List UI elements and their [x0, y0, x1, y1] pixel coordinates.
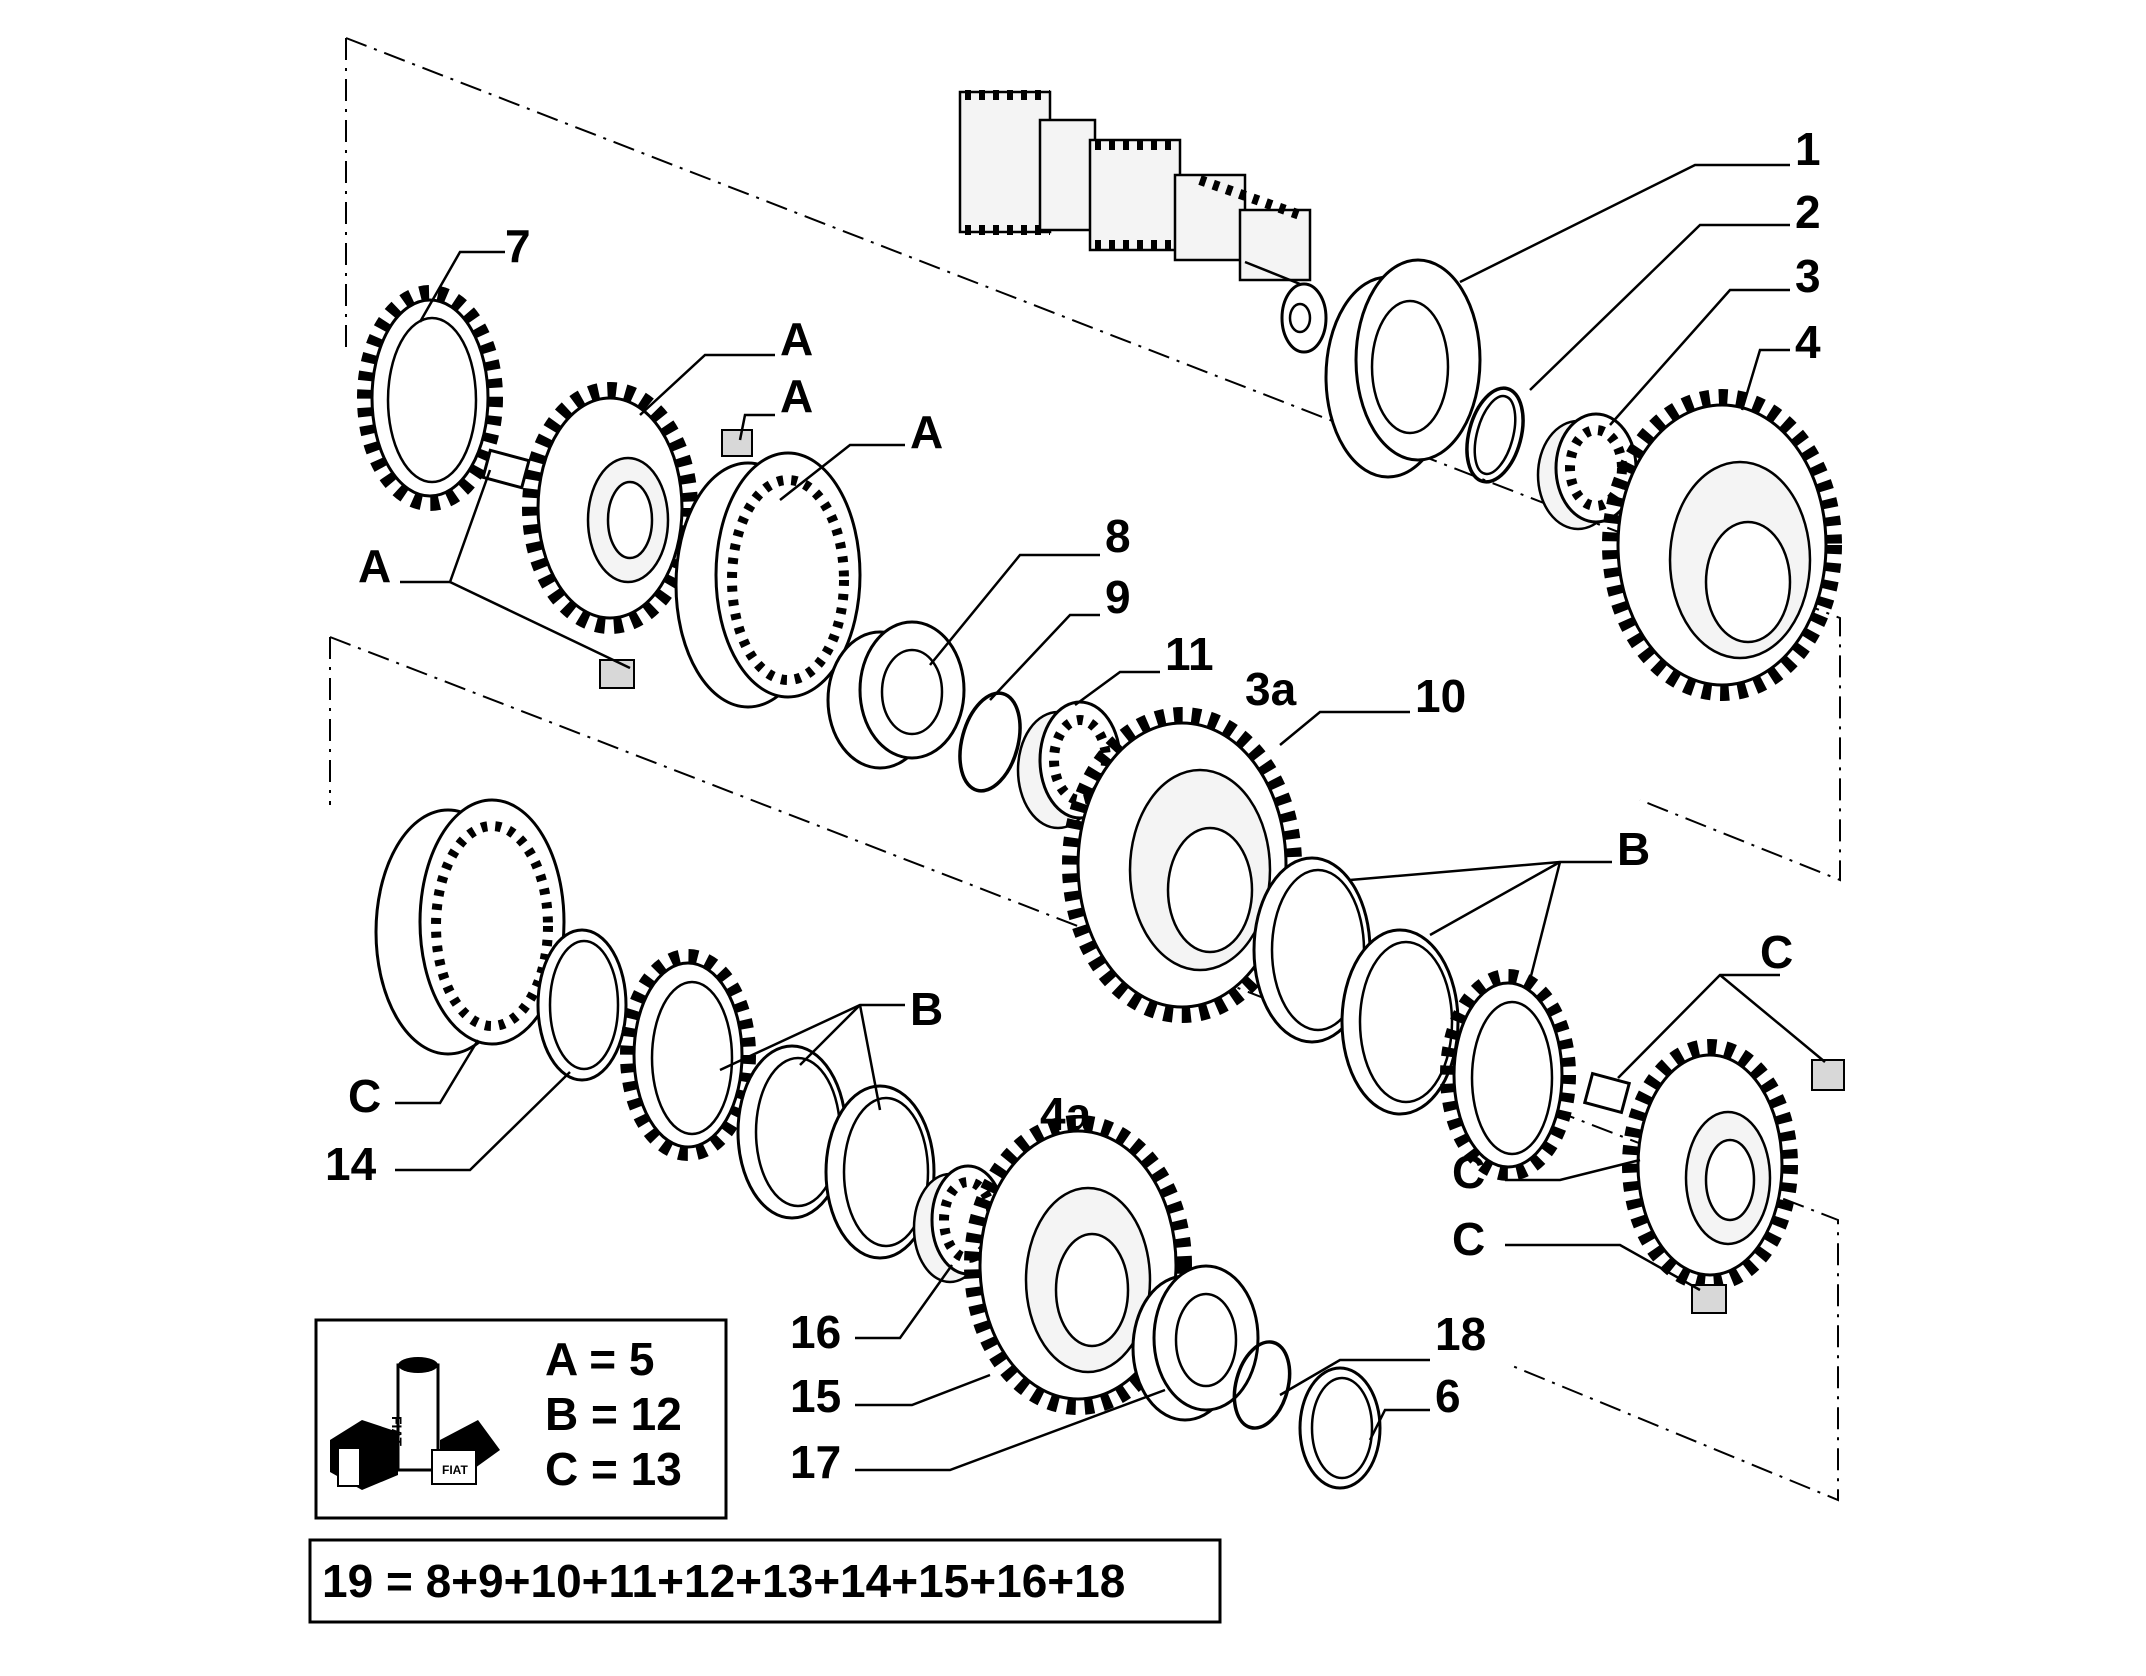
part-17-bearing	[1131, 1264, 1260, 1422]
part-15-gear-4a	[964, 1115, 1192, 1415]
legend-line-a: A = 5	[545, 1333, 655, 1385]
lubricant-container-icon: FIAT FIAT	[330, 1357, 500, 1490]
label-10: 10	[1415, 670, 1466, 722]
label-8: 8	[1105, 510, 1131, 562]
label-16: 16	[790, 1306, 841, 1358]
part-9-snap-ring	[958, 691, 1022, 793]
label-2: 2	[1795, 186, 1821, 238]
label-c-3: C	[1452, 1213, 1485, 1265]
ring-b-upper-2	[1340, 928, 1460, 1116]
part-6-washer	[1298, 1366, 1382, 1490]
label-c-4: C	[348, 1070, 381, 1122]
leader-lines	[395, 163, 1826, 1472]
part-2-snap-ring	[1465, 386, 1525, 484]
label-4a: 4a	[1040, 1088, 1092, 1140]
synchro-sleeve-a	[674, 451, 862, 709]
label-a-1: A	[780, 313, 813, 365]
label-6: 6	[1435, 1370, 1461, 1422]
main-shaft	[958, 90, 1328, 354]
assembly-outline-upper	[345, 37, 1841, 882]
label-17: 17	[790, 1436, 841, 1488]
label-9: 9	[1105, 571, 1131, 623]
synchro-hub-a	[522, 382, 698, 634]
logo-text-2: FIAT	[442, 1463, 468, 1477]
formula-box: 19 = 8+9+10+11+12+13+14+15+16+18	[308, 1538, 1222, 1624]
synchro-sleeve-c	[374, 798, 566, 1056]
label-c-2: C	[1452, 1146, 1485, 1198]
legend-line-c: C = 13	[545, 1443, 682, 1495]
label-a-2: A	[780, 370, 813, 422]
label-3: 3	[1795, 250, 1821, 302]
part-1-bearing	[1324, 258, 1482, 479]
synchro-hub-c	[1622, 1039, 1798, 1291]
label-a-4: A	[358, 540, 391, 592]
legend-box: FIAT FIAT A = 5 B = 12 C = 13	[314, 1318, 728, 1520]
key-a-top	[721, 429, 753, 457]
key-a-bottom	[599, 659, 635, 689]
key-a-small	[481, 448, 531, 490]
key-c-top	[1811, 1059, 1845, 1091]
label-b-1: B	[1617, 823, 1650, 875]
legend-line-b: B = 12	[545, 1388, 682, 1440]
ring-b-lower-2	[824, 1084, 936, 1260]
label-4: 4	[1795, 316, 1821, 368]
label-7: 7	[505, 220, 531, 272]
assembly-outline-lower	[329, 636, 1839, 1502]
synchro-ring-b-upper	[1440, 969, 1576, 1181]
synchro-ring-b-lower	[620, 949, 756, 1161]
label-3a: 3a	[1245, 663, 1297, 715]
label-15: 15	[790, 1370, 841, 1422]
callout-labels: 1 2 3 4 7 A A A A 8 9 11 3a 10 B C C C B…	[325, 123, 1821, 1488]
label-18: 18	[1435, 1308, 1486, 1360]
label-b-2: B	[910, 983, 943, 1035]
label-1: 1	[1795, 123, 1821, 175]
part-7-synchro-ring	[357, 285, 503, 511]
label-a-3: A	[910, 406, 943, 458]
label-14: 14	[325, 1138, 377, 1190]
key-c-small	[1582, 1071, 1632, 1115]
ring-b-lower-1	[736, 1044, 848, 1220]
part-4-gear	[1602, 389, 1842, 701]
label-11: 11	[1165, 628, 1214, 680]
formula-text: 19 = 8+9+10+11+12+13+14+15+16+18	[322, 1555, 1125, 1607]
label-c-1: C	[1760, 926, 1793, 978]
ring-b-upper-1	[1252, 856, 1372, 1044]
part-8-bushing	[826, 620, 966, 770]
part-14-ring	[536, 928, 628, 1082]
